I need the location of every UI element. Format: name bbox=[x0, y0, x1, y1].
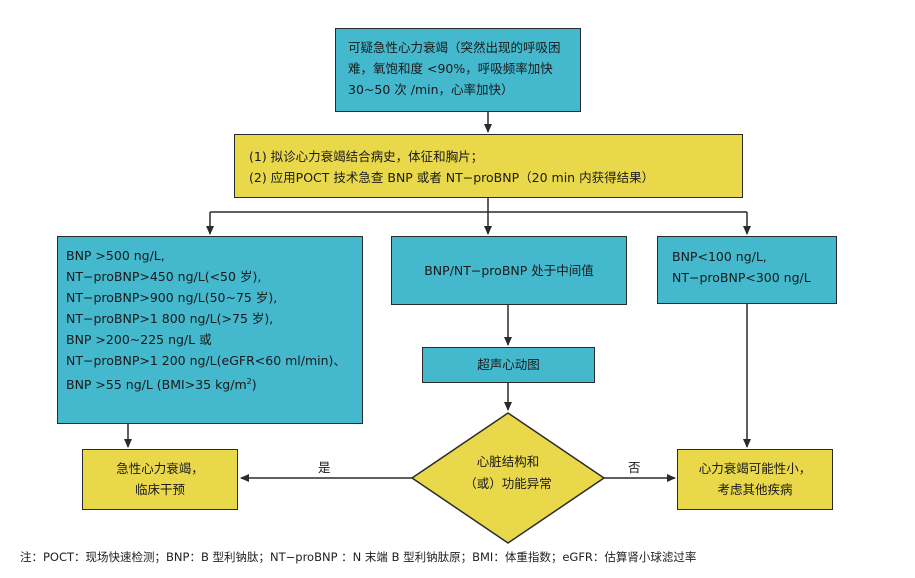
criteria-line-6: NT−proBNP>1 200 ng/L(eGFR<60 ml/min)、 bbox=[66, 353, 346, 368]
high-bnp-criteria-box: BNP >500 ng/L, NT−proBNP>450 ng/L(<50 岁)… bbox=[57, 236, 363, 424]
decision-line-2: （或）功能异常 bbox=[464, 476, 552, 491]
top-line-1: 可疑急性心力衰竭（突然出现的呼吸困 bbox=[348, 40, 561, 55]
suspected-heart-failure-box: 可疑急性心力衰竭（突然出现的呼吸困 难，氧饱和度 <90%，呼吸频率加快 30~… bbox=[335, 28, 581, 112]
low-line-2: NT−proBNP<300 ng/L bbox=[672, 270, 811, 285]
intermediate-text: BNP/NT−proBNP 处于中间值 bbox=[424, 263, 594, 278]
other-line-2: 考虑其他疾病 bbox=[717, 482, 793, 497]
criteria-line-7-text: BNP >55 ng/L (BMI>35 kg/m bbox=[66, 377, 247, 393]
criteria-line-1: BNP >500 ng/L, bbox=[66, 248, 165, 263]
acute-line-2: 临床干预 bbox=[134, 482, 185, 497]
top-line-2: 难，氧饱和度 <90%，呼吸频率加快 bbox=[348, 61, 553, 76]
decision-diamond bbox=[410, 412, 606, 544]
intermediate-bnp-box: BNP/NT−proBNP 处于中间值 bbox=[391, 236, 627, 305]
echocardiogram-box: 超声心动图 bbox=[422, 347, 595, 383]
top-line-3: 30~50 次 /min，心率加快） bbox=[348, 82, 514, 97]
decision-line-1: 心脏结构和 bbox=[476, 454, 540, 469]
acute-line-1: 急性心力衰竭， bbox=[116, 461, 204, 476]
low-line-1: BNP<100 ng/L, bbox=[672, 249, 767, 264]
other-disease-box: 心力衰竭可能性小， 考虑其他疾病 bbox=[677, 449, 833, 510]
criteria-line-4: NT−proBNP>1 800 ng/L(>75 岁), bbox=[66, 311, 274, 326]
echo-text: 超声心动图 bbox=[477, 357, 540, 372]
other-line-1: 心力衰竭可能性小， bbox=[698, 461, 812, 476]
acute-heart-failure-box: 急性心力衰竭， 临床干预 bbox=[82, 449, 238, 510]
footnote: 注：POCT：现场快速检测；BNP：B 型利钠肽；NT−proBNP ：N 末端… bbox=[20, 550, 697, 564]
diagnosis-steps-box: (1) 拟诊心力衰竭结合病史，体征和胸片； (2) 应用POCT 技术急查 BN… bbox=[234, 134, 743, 198]
step-line-2: (2) 应用POCT 技术急查 BNP 或者 NT−proBNP（20 min … bbox=[249, 170, 655, 185]
step-line-1: (1) 拟诊心力衰竭结合病史，体征和胸片； bbox=[249, 149, 484, 164]
no-label: 否 bbox=[628, 460, 641, 475]
criteria-line-7-close: ) bbox=[251, 377, 257, 393]
criteria-line-7-sup: 2 bbox=[246, 377, 252, 386]
criteria-line-3: NT−proBNP>900 ng/L(50~75 岁), bbox=[66, 290, 278, 305]
criteria-line-2: NT−proBNP>450 ng/L(<50 岁), bbox=[66, 269, 262, 284]
yes-label: 是 bbox=[318, 460, 331, 475]
criteria-line-5: BNP >200~225 ng/L 或 bbox=[66, 332, 212, 347]
low-bnp-box: BNP<100 ng/L, NT−proBNP<300 ng/L bbox=[657, 236, 837, 304]
criteria-line-7: BNP >55 ng/L (BMI>35 kg/m2) bbox=[66, 371, 356, 395]
decision-text: 心脏结构和 （或）功能异常 bbox=[410, 451, 606, 495]
